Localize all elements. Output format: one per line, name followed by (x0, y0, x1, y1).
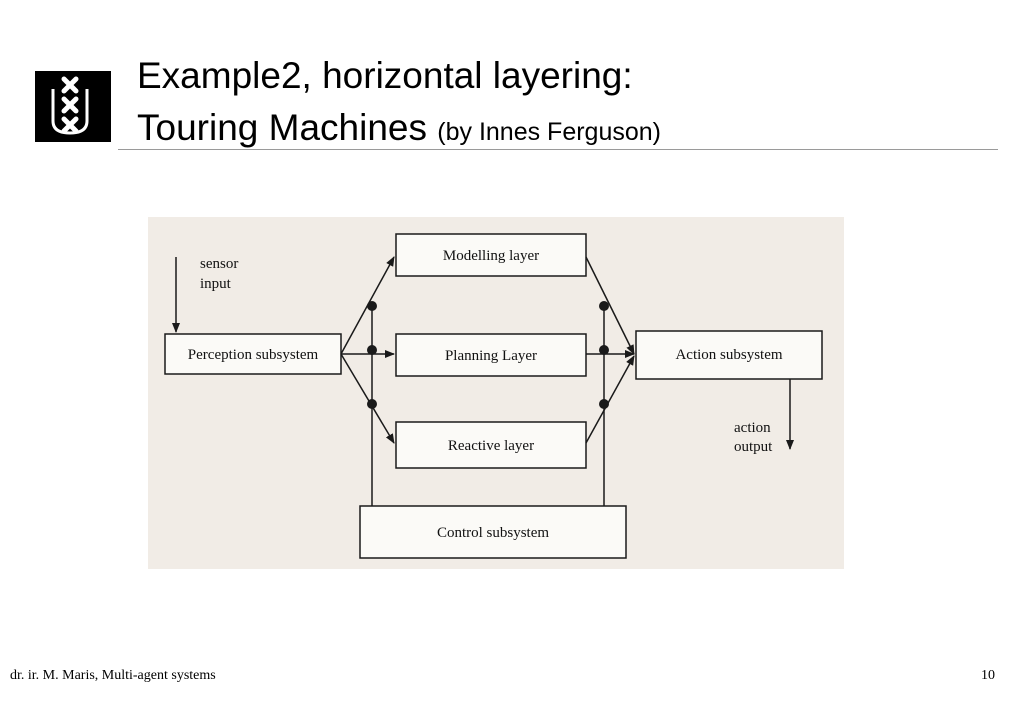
perception-subsystem-label: Perception subsystem (188, 347, 319, 363)
junction-dot (367, 301, 377, 311)
touring-machines-diagram: sensor input Perception subsystem Modell… (148, 217, 844, 569)
title-main-text: Touring Machines (137, 107, 427, 148)
reactive-to-action-arrow (585, 355, 635, 444)
junction-dot (367, 399, 377, 409)
modelling-layer-label: Modelling layer (443, 248, 539, 264)
junction-dot (599, 345, 609, 355)
perception-to-reactive-arrow (340, 353, 395, 444)
footer-author: dr. ir. M. Maris, Multi-agent systems (10, 668, 216, 683)
action-output-label-2: output (734, 439, 773, 455)
title-subtitle: (by Innes Ferguson) (437, 118, 661, 146)
action-output-label-1: action (734, 420, 771, 436)
planning-layer-label: Planning Layer (445, 348, 537, 364)
planning-layer-box (395, 333, 587, 377)
modelling-to-action-arrow (585, 256, 635, 355)
reactive-layer-label: Reactive layer (448, 438, 534, 454)
sensor-input-label-2: input (200, 276, 232, 292)
junction-dot (599, 301, 609, 311)
logo-crosses-icon (51, 76, 89, 135)
control-subsystem-box (359, 505, 627, 559)
action-subsystem-label: Action subsystem (675, 347, 782, 363)
title-divider (118, 149, 998, 150)
control-subsystem-label: Control subsystem (437, 525, 549, 541)
action-subsystem-box (635, 330, 823, 380)
page-number: 10 (981, 668, 995, 683)
junction-dot (599, 399, 609, 409)
modelling-layer-box (395, 233, 587, 277)
university-logo (35, 71, 111, 142)
slide-title-line1: Example2, horizontal layering: (137, 55, 633, 96)
reactive-layer-box (395, 421, 587, 469)
slide-title-line2: Touring Machines (by Innes Ferguson) (137, 106, 661, 154)
junction-dot (367, 345, 377, 355)
sensor-input-label-1: sensor (200, 256, 238, 272)
